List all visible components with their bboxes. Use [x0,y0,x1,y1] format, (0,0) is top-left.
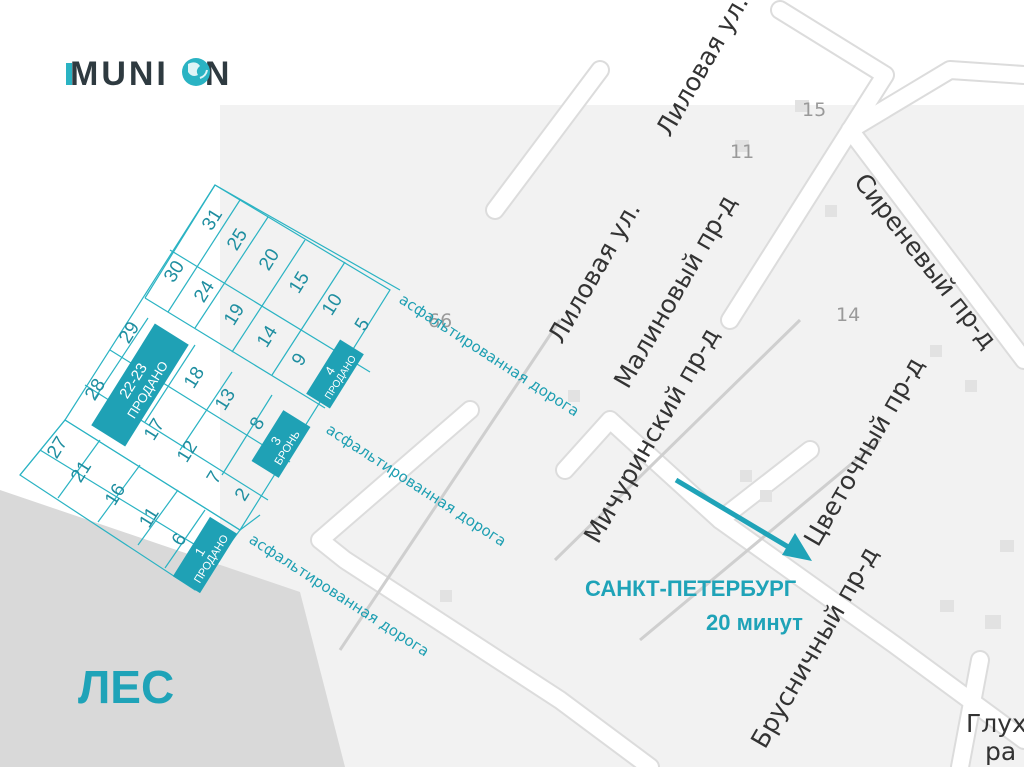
street-gluh: Глух [966,709,1024,738]
forest-area [0,490,345,767]
street-gluh-2: ра [985,737,1016,766]
house-number-15: 15 [802,99,826,121]
house-number-66: 66 [428,310,452,332]
house-number-14: 14 [836,304,860,326]
destination-city: САНКТ-ПЕТЕРБУРГ [585,576,797,601]
road-network [310,0,1024,767]
house-number-11: 11 [730,141,754,163]
plot-3-reserved[interactable]: 3 БРОНЬ [251,410,311,478]
logo-accent-bar [66,63,72,85]
globe-icon [182,58,210,86]
buildings [440,100,1014,629]
forest-label: ЛЕС [78,661,174,713]
direction-arrow-icon [674,477,812,561]
destination-time: 20 минут [706,610,803,635]
